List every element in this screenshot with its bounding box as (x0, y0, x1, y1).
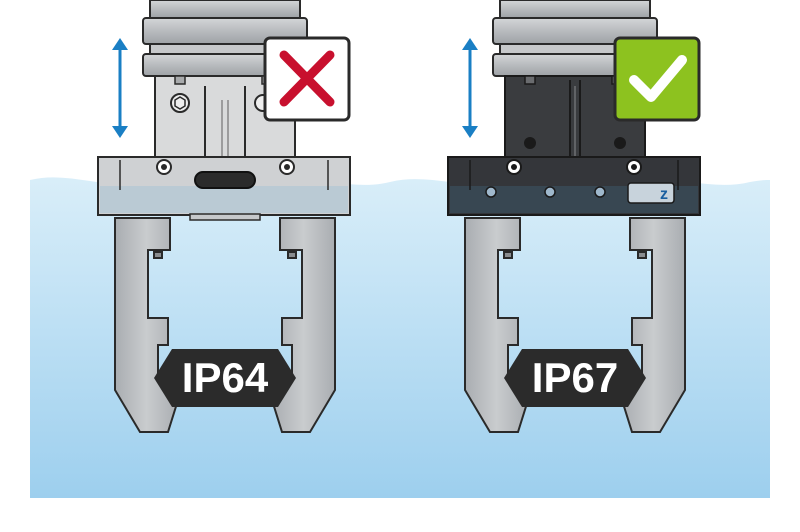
gripper-jaws (114, 217, 336, 433)
check-icon (613, 36, 701, 122)
gripper-body (97, 75, 351, 221)
vertical-double-arrow-icon (112, 38, 128, 138)
cross-icon (263, 36, 351, 122)
ip-rating-label: IP64 (182, 354, 269, 401)
ip-rating-badge: IP67 (504, 349, 646, 407)
ip-rating-label: IP67 (532, 354, 618, 401)
ip-rating-badge: IP64 (154, 349, 296, 407)
brand-logo: z (627, 182, 675, 204)
brand-logo-text: z (660, 186, 668, 203)
gripper-ip64: IP64 (97, 0, 351, 433)
vertical-double-arrow-icon (462, 38, 478, 138)
gripper-ip67: z IP67 (447, 0, 701, 433)
water-surface (30, 177, 770, 499)
gripper-jaws (464, 217, 686, 433)
actuator-cylinder (142, 0, 308, 77)
